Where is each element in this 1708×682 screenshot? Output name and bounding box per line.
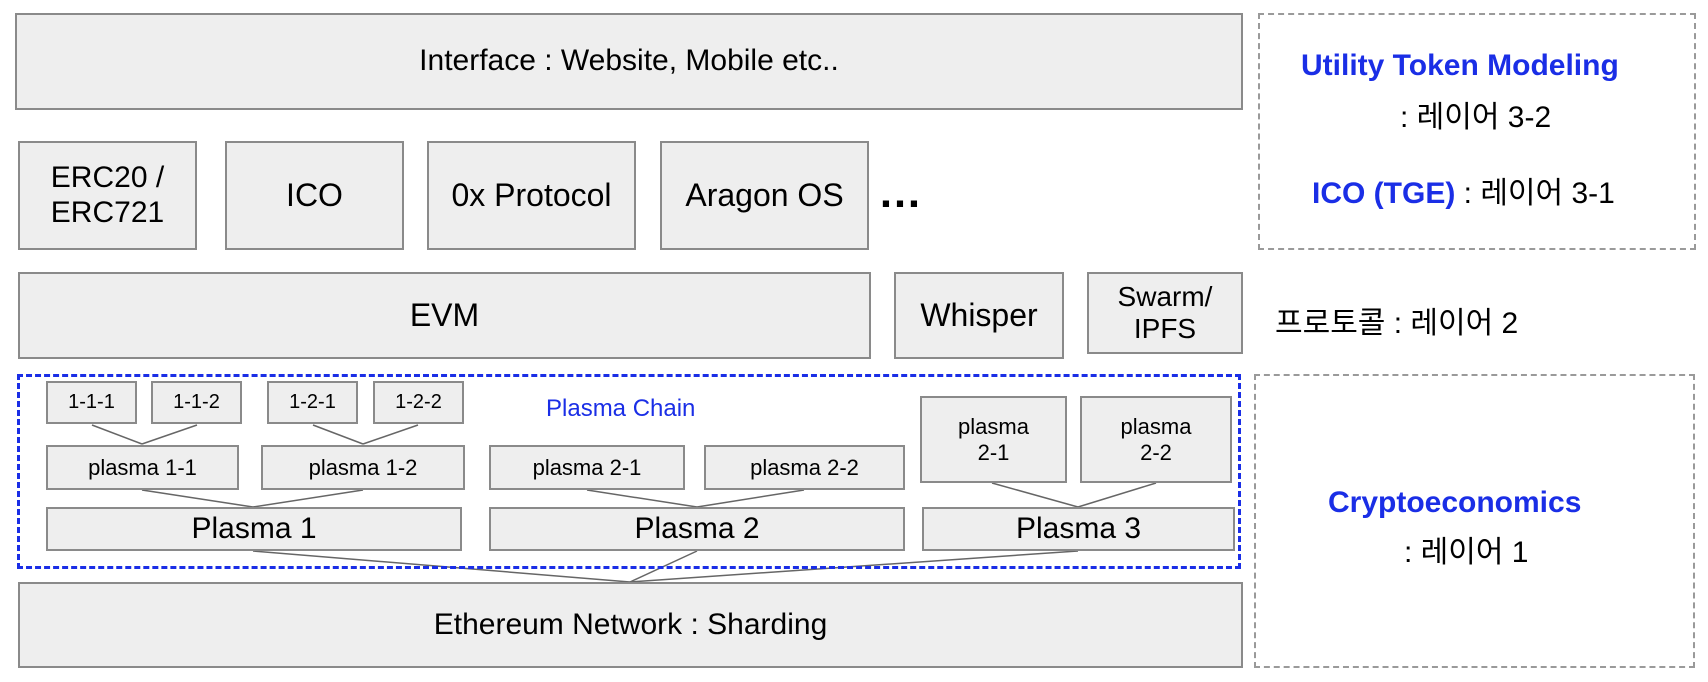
utm-sub: : 레이어 3-2 xyxy=(1400,101,1552,134)
evm-label: EVM xyxy=(409,297,480,334)
ethereum-network-label: Ethereum Network : Sharding xyxy=(433,607,828,641)
app-0x-label: 0x Protocol xyxy=(451,177,612,214)
subchain-box: plasma 2-2 xyxy=(704,445,905,490)
app-ico-box: ICO xyxy=(225,141,404,250)
plasma-root-box: Plasma 2 xyxy=(489,507,905,551)
evm-box: EVM xyxy=(18,272,871,359)
swarm-label-line1: Swarm/ xyxy=(1117,280,1213,312)
ico-sub: : 레이어 3-1 xyxy=(1455,177,1615,210)
plasma3-sub-box: plasma 2-1 xyxy=(920,396,1067,483)
plasma-chain-label: Plasma Chain xyxy=(546,395,696,422)
plasma-root-box: Plasma 1 xyxy=(46,507,462,551)
whisper-box: Whisper xyxy=(894,272,1064,359)
leaf-box: 1-1-1 xyxy=(46,381,137,424)
plasma-chain-region xyxy=(17,374,1241,569)
plasma3-sub-line1: plasma xyxy=(958,414,1029,440)
plasma3-sub-line2: 2-2 xyxy=(1140,439,1172,465)
leaf-box: 1-2-1 xyxy=(267,381,358,424)
app-erc-label: ERC20 / ERC721 xyxy=(50,161,165,229)
layer1-panel xyxy=(1254,374,1695,668)
subchain-box: plasma 1-2 xyxy=(261,445,465,490)
plasma-root-box: Plasma 3 xyxy=(922,507,1235,551)
subchain-box: plasma 2-1 xyxy=(489,445,685,490)
app-aragon-label: Aragon OS xyxy=(685,177,844,214)
ico-layer-line: ICO (TGE) : 레이어 3-1 xyxy=(1312,168,1615,212)
app-aragon-box: Aragon OS xyxy=(660,141,869,250)
swarm-box: Swarm/ IPFS xyxy=(1087,272,1243,354)
protocol-layer-label: 프로토콜 : 레이어 2 xyxy=(1275,307,1519,340)
ico-title: ICO (TGE) xyxy=(1312,177,1456,210)
subchain-label: plasma 2-1 xyxy=(532,454,642,480)
layer3-panel xyxy=(1258,13,1696,250)
leaf-box: 1-2-2 xyxy=(373,381,464,424)
ellipsis: … xyxy=(878,168,924,217)
subchain-label: plasma 2-2 xyxy=(750,454,859,480)
plasma-root-label: Plasma 2 xyxy=(634,511,760,545)
crypto-title: Cryptoeconomics xyxy=(1328,486,1582,519)
plasma3-sub-line2: 2-1 xyxy=(977,439,1010,465)
crypto-sub: : 레이어 1 xyxy=(1404,536,1529,569)
swarm-label-line2: IPFS xyxy=(1133,313,1197,344)
subchain-label: plasma 1-2 xyxy=(308,454,418,480)
leaf-label: 1-2-2 xyxy=(395,391,442,413)
app-erc-box: ERC20 / ERC721 xyxy=(18,141,197,250)
plasma3-sub-line1: plasma xyxy=(1120,414,1192,440)
leaf-label: 1-1-1 xyxy=(68,391,115,413)
app-0x-box: 0x Protocol xyxy=(427,141,636,250)
plasma3-sub-box: plasma 2-2 xyxy=(1080,396,1232,483)
subchain-box: plasma 1-1 xyxy=(46,445,239,490)
plasma-root-label: Plasma 3 xyxy=(1015,511,1142,545)
app-ico-label: ICO xyxy=(286,177,343,214)
interface-label: Interface : Website, Mobile etc.. xyxy=(419,44,839,78)
interface-box: Interface : Website, Mobile etc.. xyxy=(15,13,1243,110)
subchain-label: plasma 1-1 xyxy=(88,454,197,480)
leaf-box: 1-1-2 xyxy=(151,381,242,424)
ethereum-network-box: Ethereum Network : Sharding xyxy=(18,582,1243,668)
whisper-label: Whisper xyxy=(920,297,1038,334)
leaf-label: 1-2-1 xyxy=(289,391,336,413)
utm-title: Utility Token Modeling xyxy=(1301,49,1619,82)
plasma-root-label: Plasma 1 xyxy=(191,511,317,545)
leaf-label: 1-1-2 xyxy=(173,391,220,413)
